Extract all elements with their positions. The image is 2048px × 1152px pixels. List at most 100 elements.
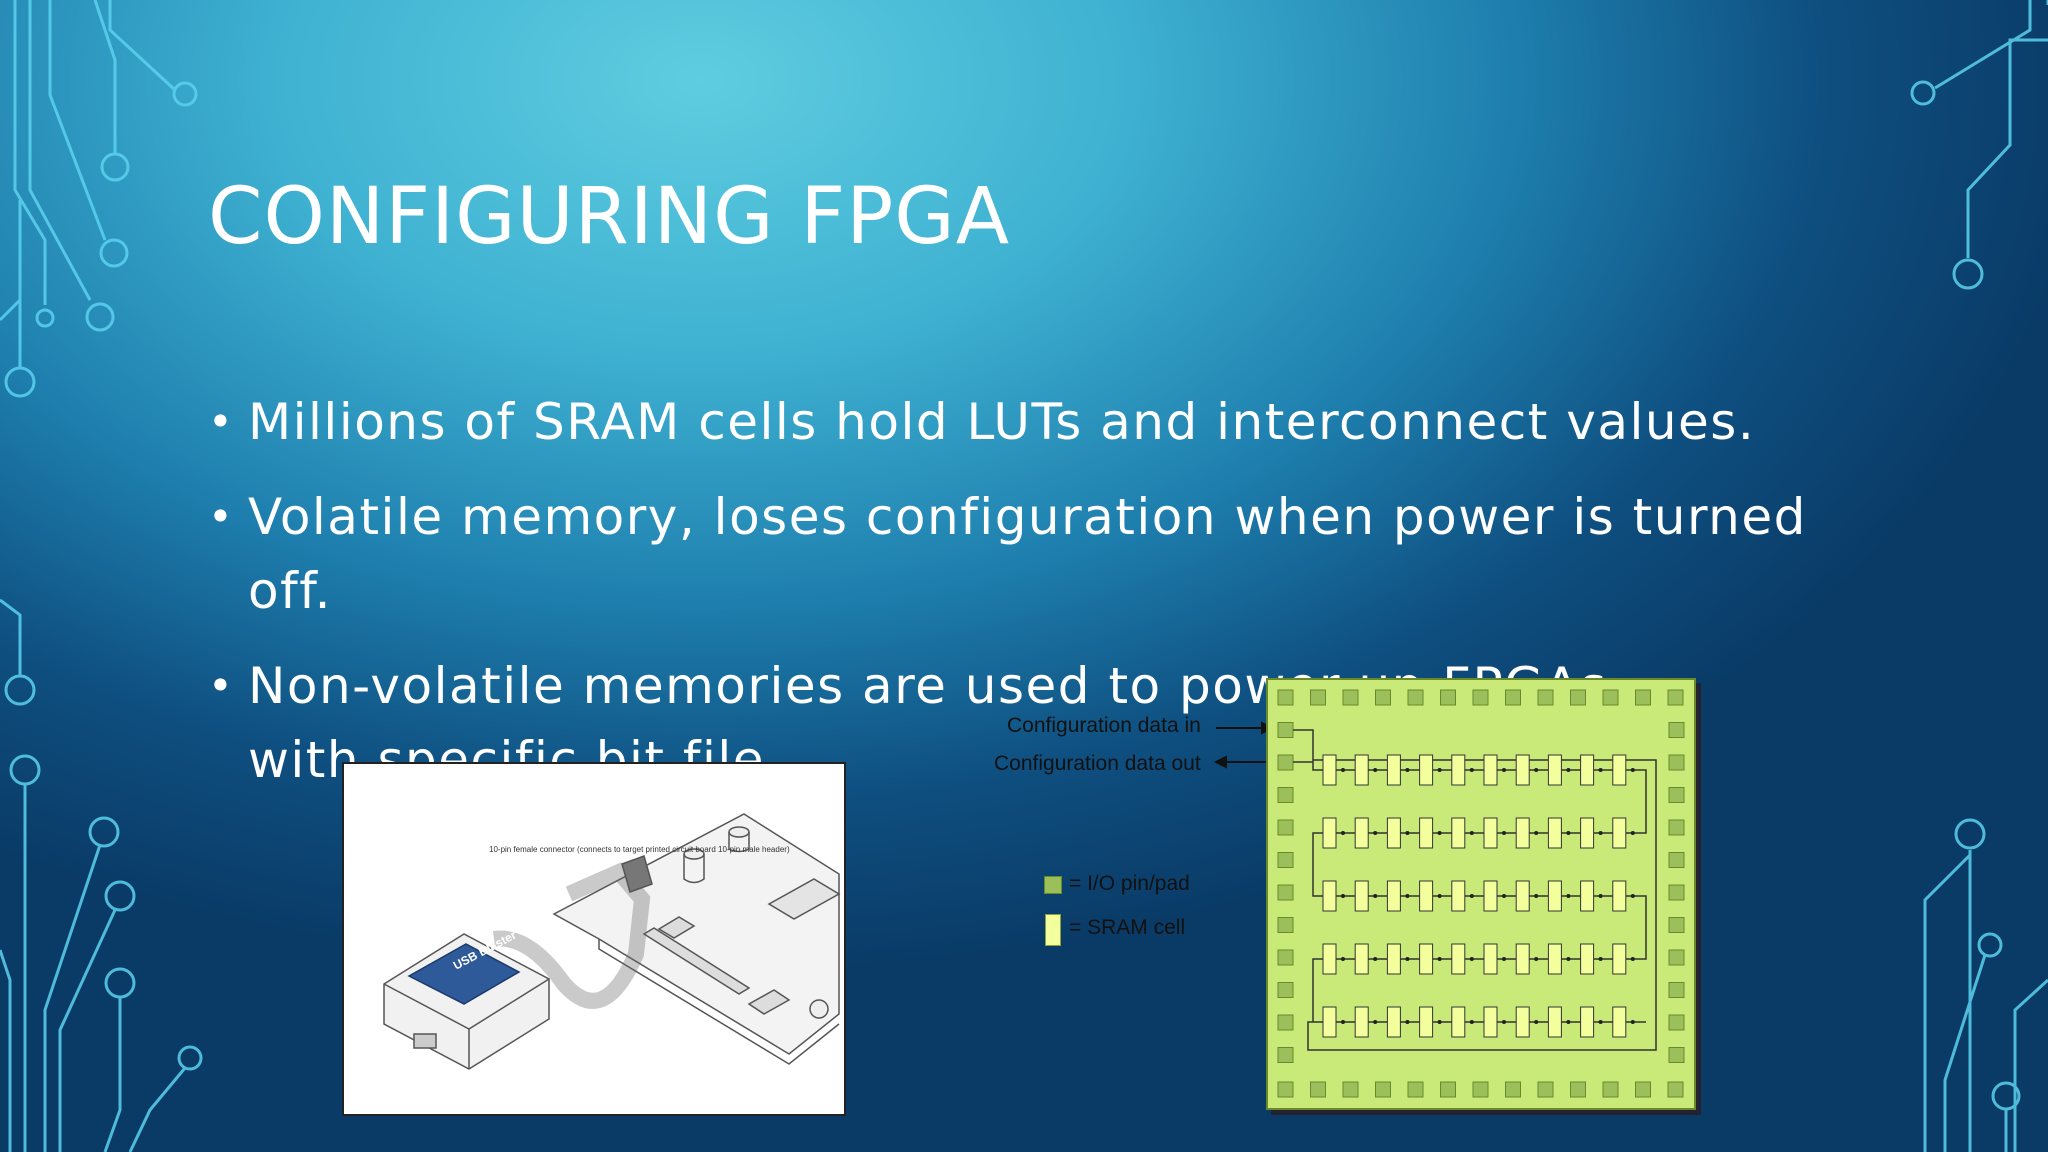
sram-cell — [1612, 1006, 1627, 1038]
chain-arrow — [1566, 831, 1571, 835]
sram-cell — [1515, 1006, 1530, 1038]
chain-arrow — [1373, 957, 1378, 961]
legend-io: = I/O pin/pad — [1069, 872, 1190, 895]
bullet-text: Millions of SRAM cells hold LUTs and int… — [248, 393, 1756, 451]
chain-arrow — [1341, 957, 1345, 961]
usb-blaster-illustration: USB Blaster 10-pin female connector (con… — [342, 762, 846, 1116]
sram-cell — [1451, 943, 1466, 975]
chain-arrow — [1405, 1020, 1410, 1024]
sram-cell — [1580, 880, 1595, 912]
chain-arrow — [1534, 831, 1539, 835]
sram-cell — [1547, 817, 1562, 849]
chain-arrow — [1630, 768, 1635, 772]
io-pad — [1570, 689, 1586, 706]
bullet-item: • Volatile memory, loses configuration w… — [208, 480, 1858, 628]
sram-cell — [1612, 817, 1627, 849]
sram-cell — [1515, 880, 1530, 912]
sram-cell — [1354, 880, 1369, 912]
io-pad — [1505, 689, 1521, 706]
chain-arrow — [1341, 831, 1345, 835]
bullet-dot-icon: • — [208, 492, 235, 541]
chain-arrow — [1437, 768, 1442, 772]
chain-arrow — [1373, 831, 1378, 835]
chain-arrow — [1502, 957, 1506, 961]
io-pad — [1277, 819, 1294, 836]
sram-cell — [1547, 880, 1562, 912]
chain-arrow — [1469, 768, 1474, 772]
io-pad — [1277, 1081, 1294, 1098]
io-pad — [1472, 689, 1489, 706]
sram-cell — [1386, 817, 1401, 849]
sram-cell — [1580, 1006, 1595, 1038]
io-pad — [1277, 1047, 1294, 1063]
io-pad — [1277, 884, 1294, 901]
sram-cell — [1515, 817, 1530, 849]
io-pad — [1342, 1081, 1359, 1098]
chain-arrow — [1566, 1020, 1571, 1024]
bullet-text: Volatile memory, loses configuration whe… — [248, 488, 1807, 620]
io-pad — [1277, 787, 1294, 803]
chain-arrow — [1534, 894, 1539, 898]
sram-cell — [1580, 943, 1595, 975]
sram-cell — [1386, 754, 1401, 786]
sram-cell — [1386, 1006, 1401, 1038]
sram-cell — [1451, 880, 1466, 912]
sram-cell — [1322, 1006, 1337, 1038]
io-pad — [1342, 689, 1359, 706]
chain-arrow — [1469, 957, 1474, 961]
io-pad — [1668, 787, 1685, 803]
chain-arrow — [1502, 831, 1506, 835]
legend-sram: = SRAM cell — [1069, 916, 1186, 939]
sram-cell — [1483, 754, 1498, 786]
sram-cell — [1354, 817, 1369, 849]
chain-arrow — [1598, 1020, 1603, 1024]
sram-cell — [1419, 943, 1434, 975]
chain-arrow — [1566, 894, 1571, 898]
sram-cell — [1483, 1006, 1498, 1038]
chain-arrow — [1598, 768, 1603, 772]
sram-cell — [1322, 754, 1337, 786]
chain-arrow — [1502, 768, 1506, 772]
io-pad — [1440, 689, 1456, 706]
io-pad — [1537, 689, 1554, 706]
io-pad — [1537, 1081, 1554, 1098]
io-pad — [1570, 1081, 1586, 1098]
chain-arrow — [1373, 1020, 1378, 1024]
sram-cell — [1451, 754, 1466, 786]
io-pad — [1277, 852, 1294, 868]
io-pad — [1602, 689, 1619, 706]
io-pad — [1635, 689, 1651, 706]
io-pad — [1277, 689, 1294, 706]
chain-arrow — [1630, 957, 1635, 961]
chain-arrow — [1373, 768, 1378, 772]
chain-arrow — [1341, 768, 1345, 772]
sram-cell — [1515, 754, 1530, 786]
io-pad — [1668, 884, 1685, 901]
sram-cell — [1580, 754, 1595, 786]
chain-arrow — [1630, 831, 1635, 835]
config-in-label: Configuration data in — [1007, 714, 1201, 737]
io-pad — [1277, 1014, 1294, 1031]
chain-arrow — [1502, 1020, 1506, 1024]
chain-arrow — [1437, 957, 1442, 961]
sram-cell — [1419, 880, 1434, 912]
chain-arrow — [1469, 1020, 1474, 1024]
io-pad — [1668, 1014, 1685, 1031]
chain-arrow — [1405, 768, 1410, 772]
chain-arrow — [1598, 894, 1603, 898]
sram-cell — [1547, 943, 1562, 975]
io-pad — [1472, 1081, 1489, 1098]
io-pad-legend-icon — [1044, 876, 1062, 894]
connector-note: 10-pin female connector (connects to tar… — [489, 845, 790, 854]
chain-arrow — [1534, 1020, 1539, 1024]
io-pad — [1310, 689, 1326, 706]
io-pad — [1668, 949, 1685, 966]
sram-cell — [1483, 880, 1498, 912]
chain-arrow — [1373, 894, 1378, 898]
io-pad — [1668, 819, 1685, 836]
sram-cell — [1419, 754, 1434, 786]
sram-cell — [1386, 880, 1401, 912]
sram-cell — [1515, 943, 1530, 975]
sram-cell — [1547, 754, 1562, 786]
io-pad — [1667, 689, 1684, 706]
